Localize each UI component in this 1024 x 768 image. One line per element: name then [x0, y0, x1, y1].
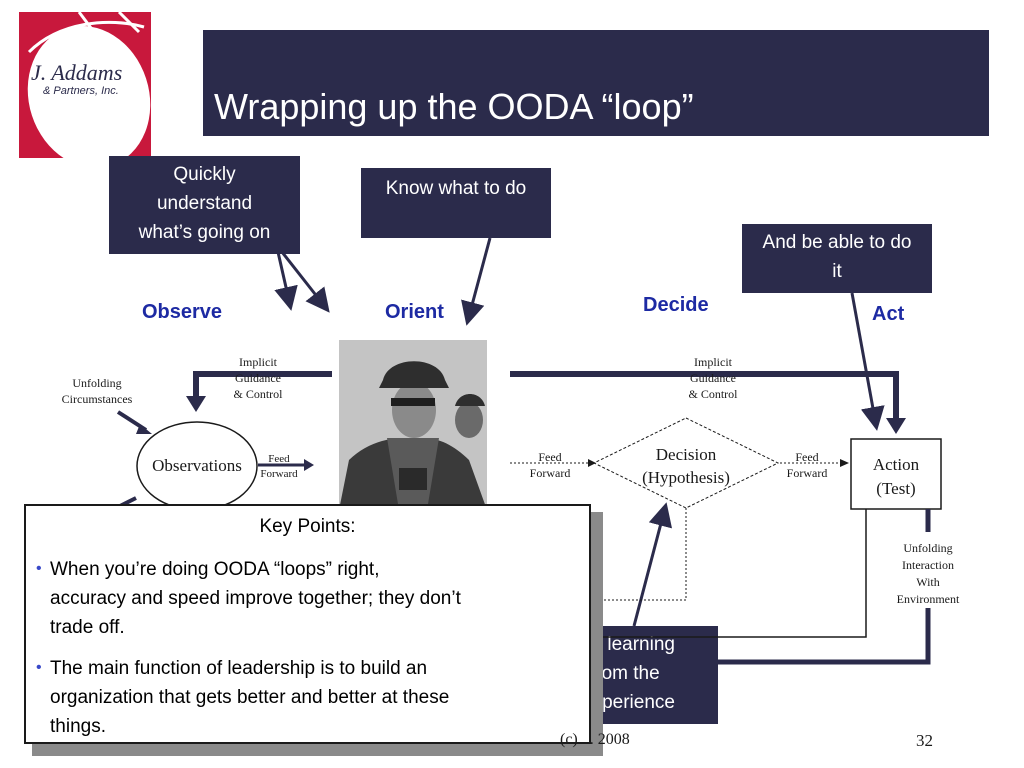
decision-feedback-line [594, 508, 687, 601]
feed-forward-arrowhead-3 [840, 459, 849, 467]
portrait-photo-graphic [339, 340, 487, 510]
feed-forward-arrowhead-2 [588, 459, 596, 467]
callout-learning-line2: from the [590, 663, 660, 684]
unfolding-interaction-line [718, 608, 931, 665]
callout-orient: Know what to do [361, 168, 551, 238]
pointer-arrow-observe-2 [280, 251, 330, 313]
decision-diamond [592, 417, 780, 509]
logo-subtitle: & Partners, Inc. [43, 85, 119, 97]
phase-act: Act [872, 303, 905, 325]
callout-orient-text: Know what to do [385, 178, 527, 199]
feed-forward-arrowhead-1 [304, 459, 314, 471]
callout-learning-line1: ve learning [582, 634, 675, 655]
bullet-icon: • [36, 560, 42, 577]
key-point-1: • When you’re doing OODA “loops” right, … [34, 555, 580, 642]
pointer-arrow-act [850, 292, 885, 431]
portrait-photo [339, 340, 487, 510]
callout-act-text: And be able to do it [762, 232, 912, 282]
key-point-2: • The main function of leadership is to … [34, 654, 580, 741]
key-points-box: Key Points: • When you’re doing OODA “lo… [24, 504, 591, 744]
company-logo: J. Addams & Partners, Inc. [19, 12, 151, 158]
phase-observe: Observe [142, 301, 223, 323]
phase-decide: Decide [643, 294, 709, 316]
footer-copyright: (c) ... 2008 [560, 731, 630, 748]
implicit-guidance-left-line [193, 371, 332, 398]
implicit-guidance-right-line [510, 371, 899, 420]
implicit-guidance-left-arrowhead [186, 396, 206, 412]
pointer-arrow-orient [461, 237, 492, 326]
decision-label: Decision(Hypothesis) [642, 445, 730, 487]
action-feedback-line [594, 509, 867, 638]
page-number: 32 [916, 731, 933, 750]
action-box [850, 438, 942, 510]
callout-observe-text: Quickly understand what’s going on [138, 164, 271, 243]
unfolding-circumstances-arrowhead [136, 424, 152, 434]
observations-label: Observations [152, 456, 242, 475]
logo-swirl-graphic: J. Addams & Partners, Inc. [27, 12, 151, 158]
action-label: Action(Test) [872, 455, 920, 498]
bullet-icon: • [36, 659, 42, 676]
implicit-guidance-right-arrowhead [886, 418, 906, 434]
title-bar [203, 30, 989, 136]
pointer-arrow-learning [632, 502, 673, 627]
logo-name: J. Addams [31, 60, 122, 85]
slide-title: Wrapping up the OODA “loop” [214, 86, 694, 127]
callout-learning-line3: experience [582, 692, 675, 713]
key-points-title: Key Points: [259, 516, 356, 537]
callout-observe: Quickly understand what’s going on [109, 156, 300, 254]
pointer-arrow-observe-1 [274, 251, 298, 311]
callout-act: And be able to do it [742, 224, 932, 293]
phase-orient: Orient [385, 301, 444, 323]
